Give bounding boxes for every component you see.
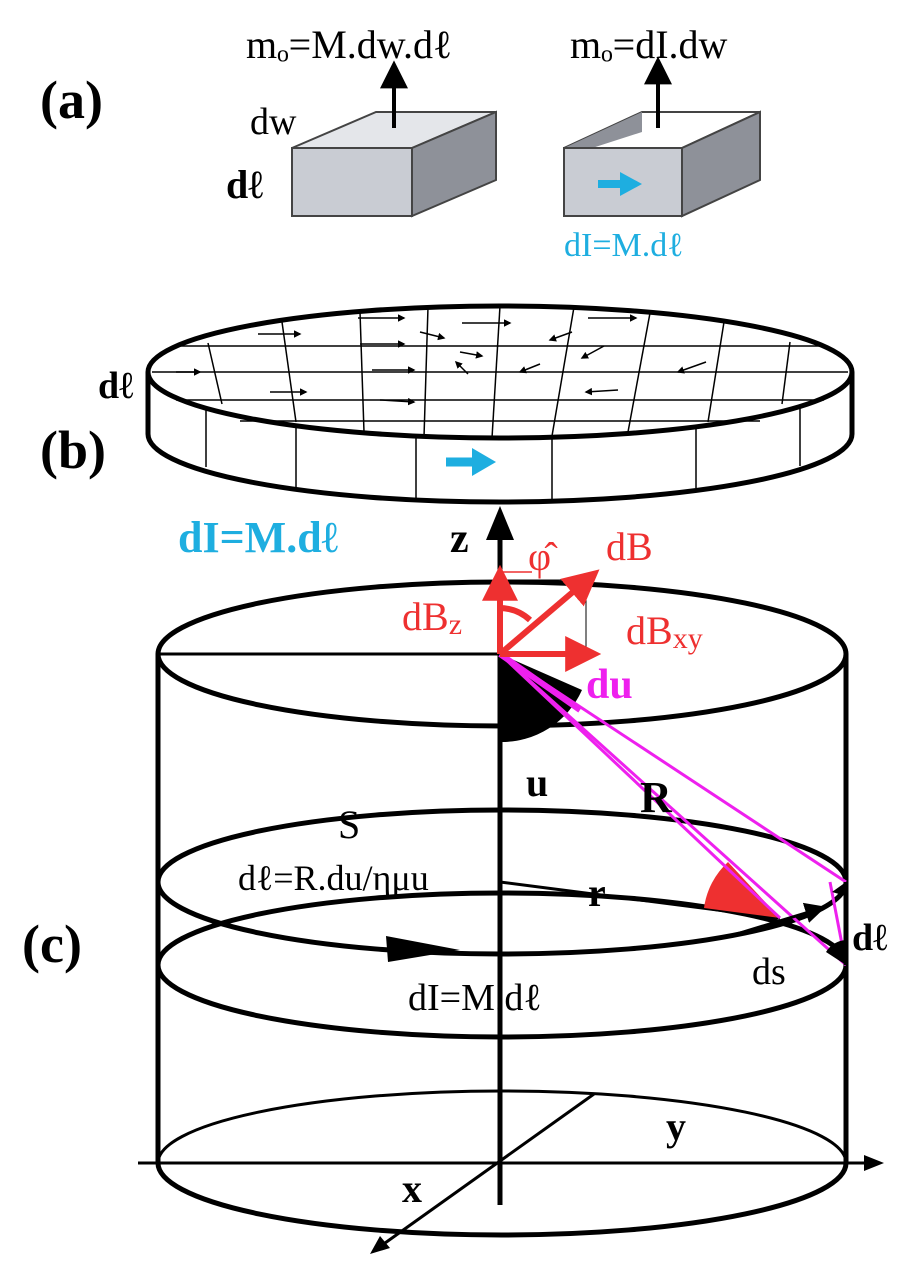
- phi-angle-arc: [499, 605, 533, 623]
- panel-c-tag: (c): [22, 914, 82, 974]
- dl-label-b: dℓ: [98, 365, 133, 407]
- x-label: x: [402, 1166, 422, 1211]
- dl-top-mark: [832, 882, 846, 896]
- field-vectors: [482, 564, 602, 672]
- panel-a: (a) mₒ=M.dw.dℓ dw dℓ mₒ=dI.dw dI=M.dℓ: [40, 22, 761, 264]
- dl-label-c: dℓ: [852, 917, 887, 959]
- dl-equation-label: dℓ=R.du/ημu: [238, 858, 429, 898]
- r-line: [499, 880, 781, 920]
- panel-c: (c) z u r: [22, 506, 887, 1254]
- R-label: R: [640, 773, 673, 822]
- y-axis-arrowhead: [864, 1155, 884, 1171]
- S-label: S: [338, 802, 360, 847]
- panel-b: (b) dℓ: [40, 303, 855, 562]
- angle-red-sector: [704, 862, 780, 918]
- current-label-b: dI=M.dℓ: [178, 513, 339, 562]
- phi-label: φ̂: [528, 534, 558, 579]
- u-label: u: [526, 760, 548, 805]
- cylinder-bottom-front: [155, 1162, 849, 1238]
- dBxy-label: dBxy: [626, 608, 703, 655]
- block-front-face: [291, 147, 413, 217]
- z-label: z: [450, 516, 469, 562]
- x-axis: [377, 1092, 595, 1250]
- dBxy-sub: xy: [673, 622, 703, 655]
- current-loop-block: [563, 56, 761, 218]
- z-axis-arrowhead: [486, 506, 514, 540]
- magnetized-block: [291, 60, 497, 218]
- disk-circulation-arrows: [176, 314, 707, 406]
- dl-label-a: dℓ: [226, 162, 263, 207]
- R-lines: [498, 651, 848, 967]
- dl-angle-mark: [826, 940, 846, 965]
- x-axis-arrowhead: [370, 1236, 390, 1254]
- current-arrow-b: [446, 448, 496, 476]
- dB-label: dB: [606, 524, 653, 569]
- dw-label: dw: [250, 101, 297, 143]
- dB-vector: [498, 569, 600, 657]
- disk-grid: [152, 305, 848, 439]
- current-arrow-a: [598, 172, 642, 196]
- moment-label-2: mₒ=dI.dw: [570, 22, 728, 67]
- disk-side-segments: [205, 403, 801, 499]
- angle-u-sector: [500, 654, 582, 743]
- loop-block-inner-wall: [564, 112, 642, 150]
- dBz-sub: z: [449, 608, 462, 641]
- ds-arrow: [729, 902, 827, 938]
- loop-current-arrow: [386, 936, 460, 962]
- panel-a-tag: (a): [40, 70, 103, 130]
- current-label-c: dI=M.dℓ: [408, 977, 542, 1019]
- dBz-label: dBz: [402, 594, 462, 641]
- moment-label-1: mₒ=M.dw.dℓ: [246, 22, 452, 67]
- magnetized-disk: [145, 303, 855, 505]
- panel-b-tag: (b): [40, 420, 106, 480]
- ds-label: ds: [752, 951, 786, 993]
- r-label: r: [588, 870, 606, 915]
- y-label: y: [666, 1104, 686, 1149]
- dBz-main: dB: [402, 594, 449, 639]
- current-label-a: dI=M.dℓ: [564, 227, 684, 264]
- du-label: du: [586, 662, 633, 708]
- dBxy-main: dB: [626, 608, 673, 653]
